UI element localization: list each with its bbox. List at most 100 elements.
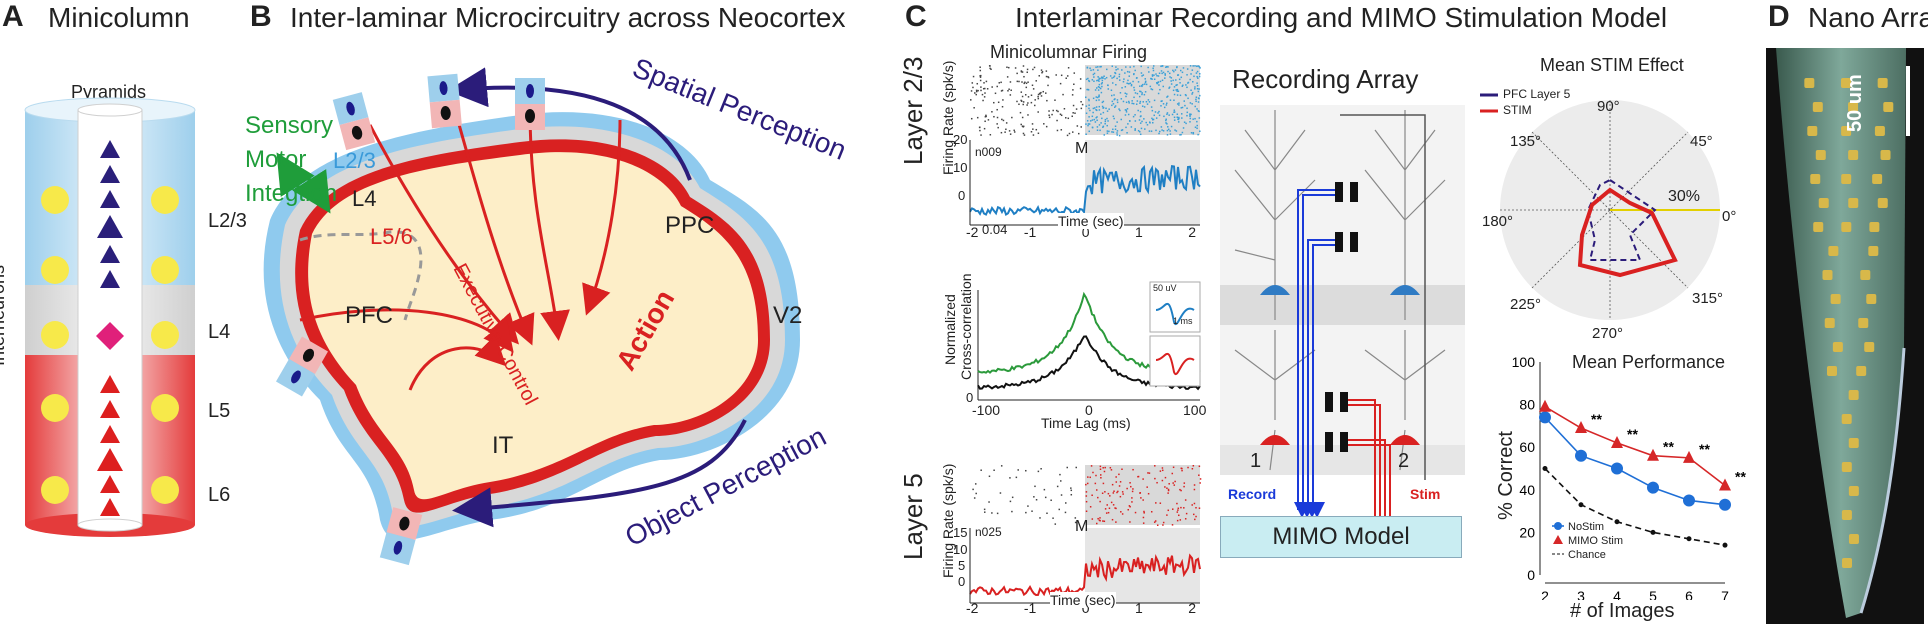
perf-point-mimo [1539,399,1551,412]
time-tick: 2 [1188,224,1196,240]
mimo-model-label: MIMO Model [1272,523,1410,550]
perf-point-mimo [1719,478,1731,491]
raster-dots-top [970,65,1201,137]
nano-pad [1841,126,1852,136]
layer-label-l6: L6 [208,484,231,506]
nano-pad [1813,222,1824,232]
nano-pad [1866,294,1877,304]
perf-series-line [1544,406,1726,487]
xcorr-axis-label-2: Cross-correlation [958,273,974,380]
l4-label: L4 [352,186,377,211]
ppc-label: PPC [665,212,715,239]
perf-series-line [1544,467,1726,546]
perf-xlabel: # of Images [1570,600,1675,622]
layer23-label: Layer 2/3 [898,56,928,165]
fr-tick-5: 5 [958,558,966,573]
polar-angle-0: 0° [1722,208,1737,225]
fr-axis-label-bottom: Firing Rate (spk/s) [940,463,956,578]
lag-tick-pos: 100 [1183,402,1207,418]
fr-axis-label-top: Firing Rate (spk/s) [940,60,956,175]
neuron-id-bottom: n025 [975,525,1002,539]
fr-tick-0b: 0 [958,574,966,589]
layer5-label: Layer 5 [898,473,928,560]
perf-x-tick: 4 [1613,588,1621,600]
nano-pad [1830,294,1841,304]
layer-label-l5: L5 [208,400,231,422]
time-tick: 0 [1081,600,1090,616]
neuron-id-top: n009 [975,145,1002,159]
v2-label: V2 [773,302,803,329]
perf-point-chance [1650,529,1656,535]
wave-scale-uv: 50 uV [1153,283,1177,293]
perf-point-mimo [1647,448,1659,461]
time-tick: -2 [966,600,979,616]
l23-label: L2/3 [333,148,376,173]
pfc-dashed-boundary [299,230,423,321]
xcorr-zero-tick: 0 [966,390,974,405]
layer-label-l23: L2/3 [208,210,247,232]
nano-pad [1880,150,1891,160]
perf-legend-nostim: NoStim [1568,521,1605,533]
neocortex-diagram [263,67,800,566]
perf-significance: ** [1735,469,1746,485]
perf-y-tick: 100 [1512,354,1536,370]
nano-pad [1864,342,1875,352]
nano-pad [1841,222,1852,232]
nano-pad [1841,414,1852,424]
panel-a-title: Minicolumn [48,2,190,33]
nano-pad [1869,222,1880,232]
nano-pad [1860,270,1871,280]
polar-angle-270: 270° [1592,325,1624,342]
panel-b-letter: B [250,0,272,33]
nano-pad [1807,126,1818,136]
time-tick: -2 [966,224,979,240]
nano-pad [1848,198,1859,208]
polar-angle-315: 315° [1692,290,1724,307]
perf-series-line [1544,416,1726,506]
perf-significance: ** [1663,439,1674,455]
perf-y-tick: 60 [1519,439,1535,455]
nano-pad [1848,102,1859,112]
channel-2-label: 2 [1398,450,1410,472]
polar-legend-stim: STIM [1503,103,1532,117]
nano-pad [1874,126,1885,136]
nano-pad [1818,198,1829,208]
time-tick: -1 [1023,600,1037,616]
nano-array-image: 50 um [1766,48,1924,624]
perf-x-tick: 5 [1649,588,1657,600]
l56-label: L5/6 [370,224,413,249]
time-axis-label-top: Time (sec) [1058,213,1124,229]
polar-angle-180: 180° [1482,213,1514,230]
perf-title: Mean Performance [1572,352,1726,372]
lag-tick-neg: -100 [972,402,1001,418]
perf-x-tick: 3 [1577,588,1585,600]
l4-diamond [96,322,124,350]
perf-legend-marker [1554,522,1562,530]
perf-y-tick: 0 [1527,567,1535,583]
polar-angle-45: 45° [1690,133,1713,150]
pyramid-triangles-l23 [97,140,123,288]
panel-d-title: Nano Array [1808,2,1928,33]
nano-pad [1841,78,1851,88]
channel-1-label: 1 [1250,450,1262,472]
polar-legend-pfc: PFC Layer 5 [1503,87,1571,101]
time-tick: 1 [1134,600,1143,616]
nano-pad [1848,390,1859,400]
perf-point-mimo [1611,435,1623,448]
perf-point-mimo [1575,421,1587,434]
nano-pad [1822,270,1833,280]
polar-angle-135: 135° [1510,133,1542,150]
interneuron-circles [41,186,179,504]
lag-tick-zero: 0 [1085,402,1093,418]
perf-point-chance [1578,502,1584,508]
perf-significance: ** [1627,426,1638,442]
nano-pad [1848,150,1859,160]
nano-pad [1877,78,1888,88]
nano-scale-bar [1906,66,1910,136]
nano-pad [1841,462,1852,472]
polar-angle-90: 90° [1597,98,1620,115]
nano-pad [1883,102,1894,112]
nano-scale-label: 50 um [1844,74,1866,132]
perf-y-tick: 20 [1519,524,1535,540]
polar-plot [1480,93,1720,320]
